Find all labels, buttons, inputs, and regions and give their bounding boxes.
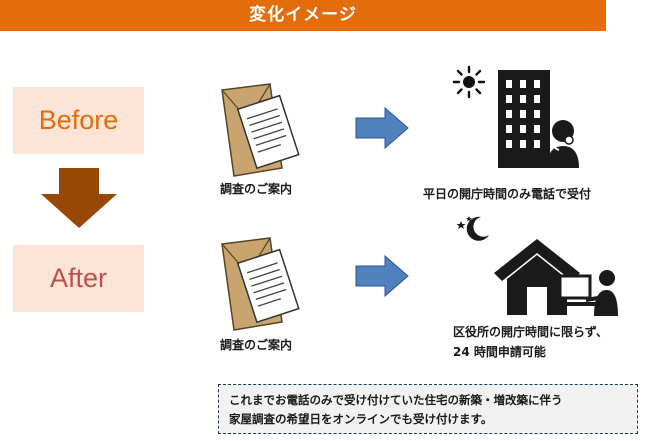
house-icon [494, 239, 580, 315]
sun-icon [452, 65, 486, 99]
note-line2: 家屋調査の希望日をオンラインでも受け付けます。 [229, 412, 493, 426]
phone-operator-icon [547, 120, 579, 168]
envelope-document-icon [221, 237, 300, 331]
after-document-label: 調査のご案内 [220, 338, 293, 352]
office-building-icon [498, 70, 550, 168]
after-result-line2: 24 時間申請可能 [453, 345, 546, 359]
page-title: 変化イメージ [0, 0, 606, 31]
moon-stars-icon [456, 216, 489, 241]
before-result-label: 平日の開庁時間のみ電話で受付 [423, 187, 592, 201]
right-arrow-icon [355, 107, 409, 149]
after-result-line1: 区役所の開庁時間に限らず、 [453, 325, 608, 339]
right-arrow-icon [355, 255, 409, 297]
down-arrow-icon [41, 168, 117, 228]
note-line1: これまでお電話のみで受け付けていた住宅の新築・増改築に伴う [229, 393, 563, 407]
before-document-label: 調査のご案内 [220, 182, 293, 196]
after-label: After [13, 245, 144, 312]
pc-user-icon [558, 270, 618, 316]
note-box: これまでお電話のみで受け付けていた住宅の新築・増改築に伴う 家屋調査の希望日をオ… [218, 384, 638, 434]
before-label: Before [13, 87, 144, 154]
envelope-document-icon [221, 83, 300, 177]
